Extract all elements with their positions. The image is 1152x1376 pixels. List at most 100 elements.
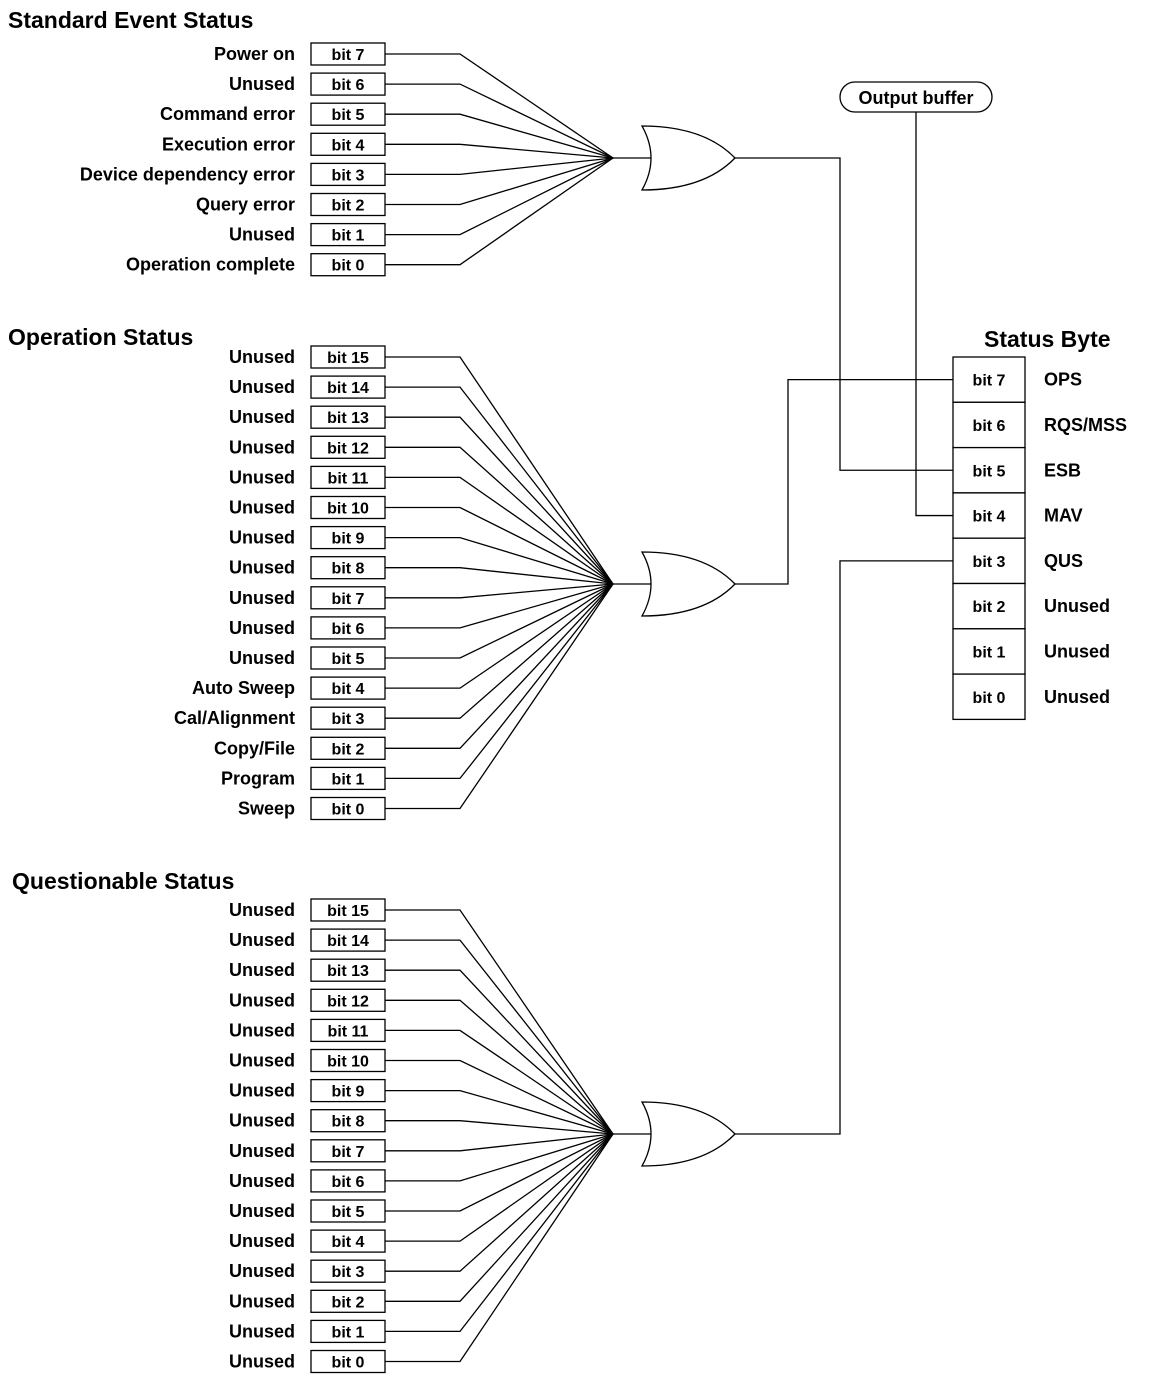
input-wire — [385, 583, 614, 659]
bit-number: bit 6 — [332, 621, 365, 638]
bit-number: bit 3 — [332, 1264, 365, 1281]
input-wire — [385, 157, 614, 176]
status-byte-bit: bit 2 — [973, 599, 1006, 616]
bit-number: bit 4 — [332, 1234, 365, 1251]
input-wire — [385, 1133, 614, 1272]
status-byte-label: MAV — [1044, 506, 1083, 526]
status-byte-label: RQS/MSS — [1044, 415, 1127, 435]
bit-number: bit 4 — [332, 681, 365, 698]
bit-label: Unused — [229, 1051, 295, 1071]
input-wire — [385, 416, 614, 585]
bit-label: Power on — [214, 44, 295, 64]
connection-standard-event-status — [735, 157, 953, 471]
bit-label: Unused — [229, 930, 295, 950]
bit-label: Unused — [229, 1201, 295, 1221]
status-byte-label: QUS — [1044, 551, 1083, 571]
status-byte-title: Status Byte — [984, 326, 1111, 352]
input-wire — [385, 583, 614, 719]
bit-number: bit 5 — [332, 1204, 365, 1221]
input-wire — [385, 1133, 614, 1242]
bit-label: Unused — [229, 1261, 295, 1281]
input-wire — [385, 939, 614, 1135]
input-wire — [385, 53, 614, 159]
input-wire — [385, 999, 614, 1135]
operation-status-or-gate — [640, 551, 736, 617]
input-wire — [385, 1133, 614, 1212]
status-byte-bit: bit 0 — [973, 690, 1006, 707]
bit-label: Command error — [160, 104, 295, 124]
input-wire — [385, 969, 614, 1135]
bit-label: Unused — [229, 648, 295, 668]
status-byte-cell — [952, 582, 1026, 630]
input-wire — [385, 157, 614, 206]
bit-number: bit 12 — [327, 993, 369, 1010]
bit-label: Unused — [229, 467, 295, 487]
bit-number: bit 14 — [327, 933, 369, 950]
input-wire — [385, 583, 614, 780]
status-byte-bit: bit 1 — [973, 644, 1006, 661]
bit-number: bit 2 — [332, 1294, 365, 1311]
bit-number: bit 10 — [327, 1054, 369, 1071]
input-wire — [385, 157, 614, 266]
input-wire — [385, 1133, 614, 1363]
bit-label: Unused — [229, 900, 295, 920]
bit-label: Unused — [229, 960, 295, 980]
bit-label: Copy/File — [214, 738, 295, 758]
bit-label: Unused — [229, 618, 295, 638]
input-wire — [385, 476, 614, 585]
bit-label: Unused — [229, 1171, 295, 1191]
input-wire — [385, 1133, 614, 1152]
bit-label: Unused — [229, 1231, 295, 1251]
input-wire — [385, 1133, 614, 1182]
input-wire — [385, 386, 614, 585]
bit-label: Unused — [229, 498, 295, 518]
bit-number: bit 2 — [332, 198, 365, 215]
output-buffer-label: Output buffer — [859, 88, 974, 108]
bit-label: Unused — [229, 1352, 295, 1372]
status-byte-cell — [952, 673, 1026, 721]
bit-label: Unused — [229, 1111, 295, 1131]
status-byte-bit: bit 3 — [973, 554, 1006, 571]
bit-number: bit 1 — [332, 228, 365, 245]
questionable-status-title: Questionable Status — [12, 868, 234, 894]
bit-number: bit 7 — [332, 47, 365, 64]
status-byte-cell — [952, 356, 1026, 403]
bit-number: bit 0 — [332, 258, 365, 275]
input-wire — [385, 1089, 614, 1135]
bit-number: bit 15 — [327, 350, 369, 367]
input-wire — [385, 583, 614, 599]
bit-number: bit 4 — [332, 137, 365, 154]
input-wire — [385, 446, 614, 585]
bit-number: bit 7 — [332, 591, 365, 608]
input-wire — [385, 1059, 614, 1135]
input-wire — [385, 506, 614, 585]
status-byte-label: ESB — [1044, 460, 1081, 480]
bit-number: bit 6 — [332, 1174, 365, 1191]
bit-number: bit 15 — [327, 903, 369, 920]
output-buffer: Output buffer — [839, 81, 993, 113]
bit-label: Unused — [229, 1291, 295, 1311]
input-wire — [385, 583, 614, 629]
bit-number: bit 13 — [327, 410, 369, 427]
connection-questionable-status — [735, 560, 953, 1135]
input-wire — [385, 583, 614, 749]
bit-label: Auto Sweep — [192, 678, 295, 698]
status-byte-label: Unused — [1044, 641, 1110, 661]
bit-label: Unused — [229, 1020, 295, 1040]
standard-event-status-or-gate — [640, 125, 736, 191]
bit-label: Unused — [229, 74, 295, 94]
bit-number: bit 2 — [332, 741, 365, 758]
bit-number: bit 3 — [332, 711, 365, 728]
bit-label: Unused — [229, 990, 295, 1010]
input-wire — [385, 113, 614, 159]
bit-number: bit 1 — [332, 1324, 365, 1341]
input-wire — [385, 157, 614, 236]
input-wire — [385, 83, 614, 159]
bit-label: Unused — [229, 588, 295, 608]
bit-number: bit 5 — [332, 107, 365, 124]
standard-event-status-title: Standard Event Status — [8, 7, 253, 33]
